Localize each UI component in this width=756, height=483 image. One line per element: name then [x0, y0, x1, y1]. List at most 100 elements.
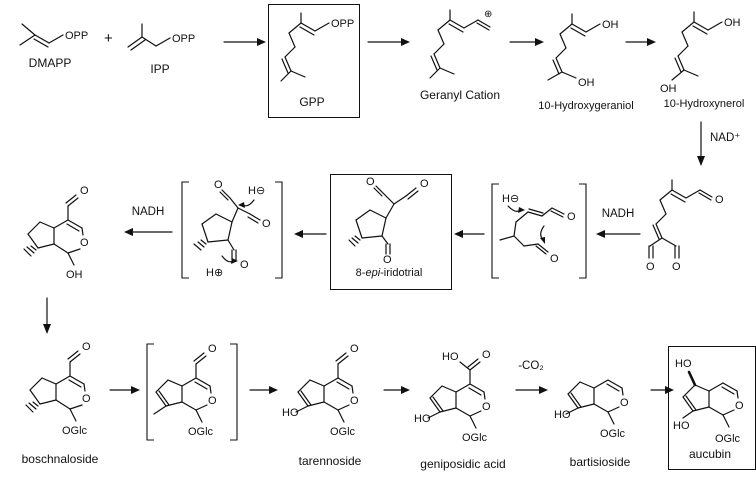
oxo-trialdehyde-structure: O O O — [642, 176, 750, 284]
hydroxynerol-skeleton — [671, 11, 723, 81]
left-bracket — [491, 183, 499, 279]
iridotrial-label-suffix: -iridotrial — [380, 267, 423, 279]
o-label: O — [646, 261, 655, 273]
gpp-structure: OPP — [280, 12, 354, 82]
o-label: O — [482, 349, 491, 361]
hydroxynerol-structure: OH OH — [660, 10, 752, 98]
iridotrial-label: 8-epi-iridotrial — [331, 267, 447, 279]
hydroxygeraniol-structure: OH OH — [546, 12, 630, 96]
oh-label: OH — [578, 77, 595, 89]
o-label: O — [550, 253, 559, 265]
ipp-label: IPP — [150, 62, 170, 76]
ring-o-label: O — [620, 397, 629, 409]
arrow-to-iridotrial — [454, 230, 485, 238]
opp-label: OPP — [65, 30, 88, 42]
geranyl-cation-structure: ⊕ — [420, 8, 508, 88]
bartisioside-skeleton — [565, 379, 624, 425]
tarennoside-label: tarennoside — [298, 454, 362, 468]
aucubin-label: aucubin — [688, 447, 732, 461]
dmapp-label: DMAPP — [28, 56, 72, 70]
iridoid-skeleton — [23, 194, 84, 266]
o-label: O — [567, 211, 576, 223]
arrow-to-hydroxynerol — [625, 38, 656, 46]
reduction-intermediate-left: H⊖ H⊕ — [176, 176, 288, 286]
ho-label: HO — [414, 413, 431, 425]
ipp-structure: OPP — [122, 18, 222, 66]
arrow-to-geniposidic-acid — [383, 386, 410, 394]
oglc-label: OGlc — [62, 425, 88, 437]
cyclization-intermediate-right: H⊖ O O — [486, 178, 592, 286]
oglc-label: OGlc — [715, 433, 741, 445]
oxo-trialdehyde-skeleton — [648, 179, 713, 259]
geranyl-cation-label: Geranyl Cation — [419, 88, 501, 102]
oh-label: OH — [724, 17, 741, 29]
arrow-to-tarennoside — [249, 386, 278, 394]
opp-label: OPP — [172, 33, 195, 45]
oglc-label: OGlc — [188, 426, 214, 438]
boschnaloside-structure: O O OGlc — [12, 336, 116, 448]
ipp-skeleton — [127, 23, 171, 51]
oglc-label: OGlc — [330, 426, 356, 438]
boschnaloside-label: boschnaloside — [21, 452, 99, 466]
arrow-decarboxylation — [515, 386, 548, 394]
hydride-label: H⊖ — [502, 193, 519, 205]
opp-label: OPP — [331, 18, 354, 30]
o-label: O — [420, 178, 429, 190]
oh-label: OH — [66, 269, 83, 281]
co2-loss-label: -CO₂ — [518, 360, 544, 372]
iridotrial-label-epi: epi — [365, 267, 381, 279]
plus-operator: + — [104, 30, 113, 47]
intermediate-skeleton — [153, 352, 212, 423]
right-bracket — [275, 181, 283, 279]
arrow-nadh-right — [596, 230, 641, 238]
intermediate-skeleton — [193, 189, 261, 261]
left-bracket — [181, 181, 189, 279]
o-label: O — [366, 176, 375, 188]
gpp-box: OPP GPP — [268, 4, 360, 118]
o-label: O — [350, 343, 359, 355]
geniposidic-acid-skeleton — [427, 358, 486, 429]
nad-reagent-label: NAD⁺ — [710, 132, 741, 144]
intermediate-skeleton — [499, 207, 565, 255]
dmapp-structure: OPP — [14, 16, 114, 60]
ho-label: HO — [675, 358, 692, 370]
boschnaloside-skeleton — [25, 350, 86, 422]
iridoid-hemiacetal-structure: O O OH — [10, 180, 114, 292]
aucubin-box: HO O HO OGlc aucubin — [668, 346, 756, 470]
tarennoside-structure: O O OGlc HO — [282, 336, 378, 452]
ring-o-label: O — [482, 401, 491, 413]
curved-mechanism-arrows — [507, 205, 545, 244]
aucubin-structure: HO O HO OGlc — [673, 358, 744, 445]
oglc-label: OGlc — [600, 428, 626, 440]
arrow-to-aucubin — [650, 386, 674, 394]
arrow-nadh-left — [124, 228, 173, 236]
o-label: O — [214, 179, 223, 191]
arrow-to-hydroxygeraniol — [509, 38, 544, 46]
iridotrial-skeleton — [348, 185, 419, 255]
geranyl-cation-skeleton — [429, 9, 491, 79]
o-label: O — [82, 341, 91, 353]
dmapp-skeleton — [19, 23, 64, 48]
ho-acid-label: HO — [442, 351, 459, 363]
ring-o-label: O — [208, 395, 217, 407]
iridotrial-box: O O O 8-epi-iridotrial — [330, 174, 452, 290]
tarennoside-skeleton — [295, 352, 354, 423]
geniposidic-acid-label: geniposidic acid — [420, 457, 506, 471]
o-label: O — [80, 185, 89, 197]
arrow-to-gpp — [223, 38, 266, 46]
hydroxygeraniol-label: 10-Hydroxygeraniol — [538, 100, 634, 112]
iridotrial-structure: O O O — [348, 176, 429, 266]
arrow-from-iridotrial — [294, 230, 327, 238]
ring-o-label: O — [80, 237, 89, 249]
left-bracket — [146, 343, 154, 441]
nadh-reagent-label: NADH — [131, 206, 165, 218]
o-label: O — [208, 343, 217, 355]
proton-label: H⊕ — [206, 267, 223, 279]
o-label: O — [715, 194, 724, 206]
hydroxynerol-label: 10-Hydroxynerol — [663, 98, 745, 110]
bartisioside-structure: O OGlc HO — [554, 336, 648, 452]
ho-label: HO — [673, 420, 690, 432]
bracketed-iridoid-intermediate: O O OGlc — [142, 336, 242, 452]
hydroxygeraniol-skeleton — [547, 13, 601, 81]
